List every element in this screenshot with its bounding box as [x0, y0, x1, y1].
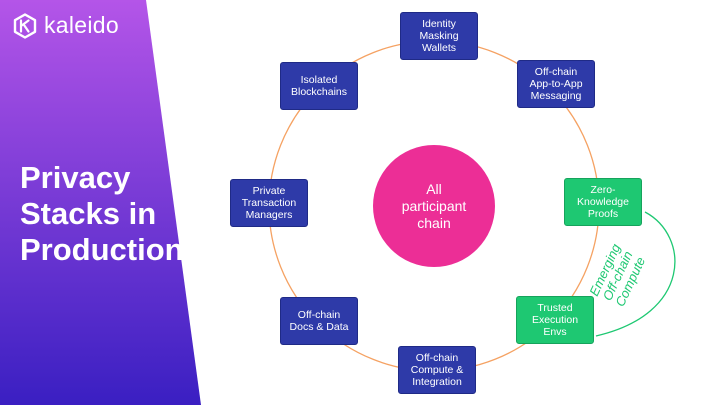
- emerging-bracket-arc: [595, 211, 676, 337]
- node-line: Off-chain: [534, 66, 578, 78]
- node-isolated-blockchains: Isolated Blockchains: [280, 62, 358, 110]
- node-trusted-execution-envs: Trusted Execution Envs: [516, 296, 594, 344]
- node-line: Private: [252, 185, 286, 197]
- node-line: Off-chain: [415, 352, 459, 364]
- kaleido-logo: kaleido: [12, 12, 119, 39]
- node-line: Off-chain: [297, 309, 341, 321]
- node-line: Trusted: [537, 302, 573, 314]
- node-line: Managers: [245, 209, 293, 221]
- node-off-chain-compute-integration: Off-chain Compute & Integration: [398, 346, 476, 394]
- hub-line: All: [426, 180, 442, 197]
- node-line: Transaction: [241, 197, 297, 209]
- slide-title-line: Privacy: [20, 160, 131, 195]
- node-line: Integration: [412, 376, 462, 388]
- brand-name: kaleido: [44, 12, 119, 38]
- node-line: Proofs: [587, 208, 619, 220]
- kaleido-hexagon-icon: [13, 12, 37, 39]
- node-private-transaction-managers: Private Transaction Managers: [230, 179, 308, 227]
- node-line: Compute &: [410, 364, 464, 376]
- slide-title-line: Production: [20, 232, 184, 267]
- node-line: Identity: [422, 18, 456, 30]
- node-line: Masking: [419, 30, 459, 42]
- node-line: App-to-App: [529, 78, 583, 90]
- hub-line: chain: [417, 214, 451, 231]
- node-line: Execution: [531, 314, 579, 326]
- node-line: Zero-: [590, 184, 616, 196]
- node-line: Wallets: [421, 42, 457, 54]
- slide-title: Privacy Stacks in Production: [20, 160, 190, 268]
- hub-line: participant: [401, 197, 467, 214]
- node-line: Messaging: [530, 90, 582, 102]
- hub-all-participant-chain: All participant chain: [373, 145, 495, 267]
- node-line: Knowledge: [577, 196, 629, 208]
- node-line: Isolated: [300, 74, 338, 86]
- node-line: Docs & Data: [289, 321, 349, 333]
- slide-title-line: Stacks in: [20, 196, 157, 231]
- node-identity-masking-wallets: Identity Masking Wallets: [400, 12, 478, 60]
- node-off-chain-app-messaging: Off-chain App-to-App Messaging: [517, 60, 595, 108]
- node-line: Blockchains: [290, 86, 348, 98]
- node-zero-knowledge-proofs: Zero- Knowledge Proofs: [564, 178, 642, 226]
- node-line: Envs: [543, 326, 567, 338]
- node-off-chain-docs-data: Off-chain Docs & Data: [280, 297, 358, 345]
